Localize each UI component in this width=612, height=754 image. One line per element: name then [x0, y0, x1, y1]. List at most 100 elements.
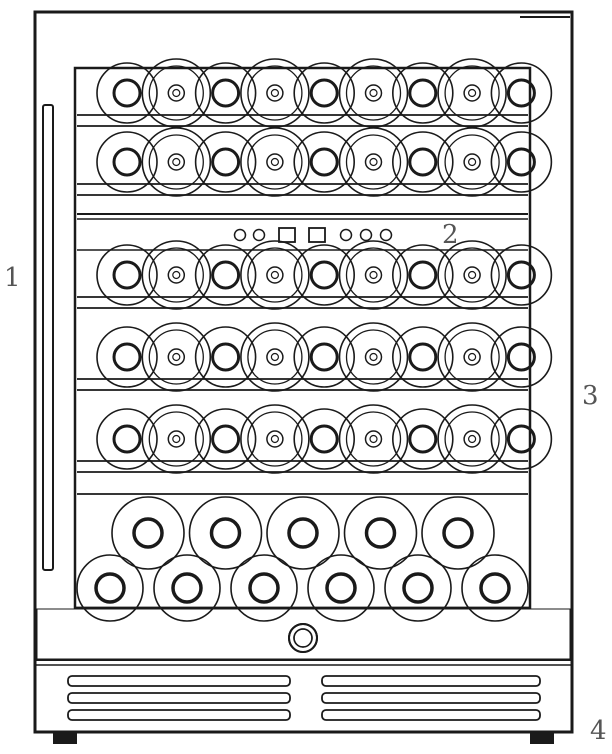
bottle-neck — [391, 326, 454, 388]
bottle-neck-ring — [506, 78, 536, 108]
bottle-neck-ring — [112, 78, 142, 108]
bulk-bottle — [76, 554, 144, 622]
bottle-base-ring — [444, 247, 500, 303]
callout-1-label: 1 — [4, 263, 21, 293]
bottle-base-ring — [247, 411, 303, 467]
bottle-neck — [194, 244, 257, 306]
bottle-neck-ring — [408, 147, 438, 177]
bottle-base-ring — [444, 329, 500, 385]
bottle-punt — [364, 266, 383, 284]
bottle-neck-ring — [408, 260, 438, 290]
bottle-neck — [490, 131, 553, 193]
bottle-neck — [391, 62, 454, 124]
bottle-neck — [490, 408, 553, 470]
bottle-punt — [364, 348, 383, 366]
bulk-bottle-neck — [442, 517, 474, 549]
vent-slot — [321, 692, 541, 704]
ventilation-grille — [67, 675, 541, 721]
shelf-3 — [77, 240, 553, 310]
callout-3-label: 3 — [582, 381, 599, 411]
bottle-punt-center — [172, 352, 181, 362]
bottle-neck — [194, 62, 257, 124]
wine-shelves — [77, 58, 553, 474]
bottle-neck — [391, 244, 454, 306]
bottle-base-ring — [148, 411, 204, 467]
bottle-neck-ring — [211, 260, 241, 290]
bottle-punt-center — [369, 270, 378, 280]
bulk-bottle-neck — [402, 572, 434, 604]
bottle-punt — [364, 84, 383, 102]
panel-button — [233, 228, 247, 242]
bottle-base — [437, 240, 507, 310]
bottle-base-ring — [148, 134, 204, 190]
bottle-punt-center — [468, 157, 477, 167]
bottle-base-ring — [148, 329, 204, 385]
vent-slot — [67, 675, 291, 687]
bottle-neck-ring — [211, 78, 241, 108]
bottle-neck — [293, 326, 356, 388]
vent-slot — [321, 675, 541, 687]
bottle-punt — [266, 430, 284, 448]
bottle-base — [338, 127, 409, 197]
bottle-base-ring — [148, 247, 204, 303]
bottle-neck — [96, 326, 158, 388]
bottle-punt-center — [172, 88, 181, 98]
bulk-bottle — [461, 554, 529, 622]
bottle-punt — [167, 153, 186, 171]
bulk-bottle-neck — [171, 572, 203, 604]
bottle-neck-ring — [112, 260, 142, 290]
panel-button — [379, 228, 393, 242]
bulk-bottle — [421, 496, 495, 570]
bottle-punt — [463, 266, 481, 284]
bottle-base-ring — [345, 65, 402, 121]
bottle-base — [240, 404, 310, 474]
bottle-neck — [194, 408, 257, 470]
bottle-punt-center — [468, 352, 477, 362]
vent-slot — [321, 709, 541, 721]
bottle-base-ring — [247, 329, 303, 385]
bottle-punt — [463, 348, 481, 366]
bottle-neck — [391, 408, 454, 470]
bottle-punt-center — [270, 434, 279, 444]
bottle-punt-center — [270, 157, 279, 167]
bottle-base — [437, 127, 507, 197]
bottle-neck — [293, 131, 356, 193]
lock-icon-front — [288, 623, 318, 653]
bottle-punt — [463, 153, 481, 171]
callout-4-label: 4 — [590, 716, 607, 746]
bulk-bottle — [343, 496, 418, 570]
bottle-neck-ring — [309, 147, 339, 177]
bottle-neck-ring — [506, 424, 536, 454]
bottle-punt-center — [270, 270, 279, 280]
bulk-bottle-neck — [132, 517, 164, 549]
bottle-neck — [293, 62, 356, 124]
shelf-5 — [77, 404, 553, 474]
shelf-4 — [77, 322, 553, 392]
bulk-bottle-neck — [248, 572, 280, 604]
bottle-neck — [96, 408, 158, 470]
bottle-base — [141, 240, 212, 310]
control-panel — [77, 213, 528, 251]
bottle-base — [141, 58, 212, 128]
bottle-base-ring — [148, 65, 204, 121]
bulk-bottle-neck — [209, 517, 242, 549]
bottle-base-ring — [247, 65, 303, 121]
bottle-punt — [364, 430, 383, 448]
bottle-neck-ring — [408, 78, 438, 108]
panel-button — [339, 228, 353, 242]
bottle-base — [338, 240, 409, 310]
bottle-punt-center — [172, 270, 181, 280]
lock-inner — [293, 628, 313, 648]
bottle-neck-ring — [506, 260, 536, 290]
bottle-punt-center — [468, 270, 477, 280]
bottle-punt — [167, 430, 186, 448]
bulk-bottle — [111, 496, 185, 570]
panel-button — [252, 228, 266, 242]
bulk-bottle-neck — [325, 572, 357, 604]
leveling-feet — [53, 732, 554, 744]
door-handle — [42, 104, 54, 571]
bottle-base — [338, 404, 409, 474]
bottle-punt-center — [369, 352, 378, 362]
bulk-bottle — [266, 496, 340, 570]
bottle-punt — [167, 348, 186, 366]
